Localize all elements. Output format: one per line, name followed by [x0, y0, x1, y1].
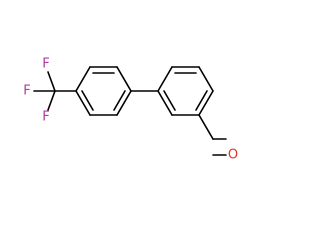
atom-labels: F F F O [23, 57, 238, 163]
structural-formula: F F F O [23, 57, 238, 163]
phenyl-ring-right [157, 66, 214, 116]
trifluoromethyl-group [33, 71, 77, 111]
ring2-bond-3 [198, 66, 214, 92]
fluorine-top-label: F [42, 57, 49, 72]
fluorine-bottom-label: F [42, 110, 49, 125]
ring1-double-bond-c [81, 90, 94, 111]
bond-ring-carbonyl [198, 114, 214, 140]
aldehyde-group [198, 114, 227, 156]
ring1-bond-1 [75, 66, 91, 92]
bond-cf3-f-bottom [47, 90, 56, 111]
oxygen-label: O [228, 148, 238, 163]
ring2-bond-1 [157, 66, 173, 92]
ring1-bond-4 [116, 90, 132, 116]
ring2-bond-6 [157, 90, 173, 116]
phenyl-ring-left [75, 66, 132, 116]
fluorine-left-label: F [23, 84, 30, 99]
ring1-bond-3 [116, 66, 132, 92]
ring2-double-bond-c [163, 90, 176, 111]
ring1-bond-6 [75, 90, 91, 116]
ring2-bond-4 [198, 90, 214, 116]
ring1-double-bond-b [113, 90, 126, 111]
bond-cf3-f-top [47, 71, 56, 92]
ring2-double-bond-b [195, 90, 208, 111]
